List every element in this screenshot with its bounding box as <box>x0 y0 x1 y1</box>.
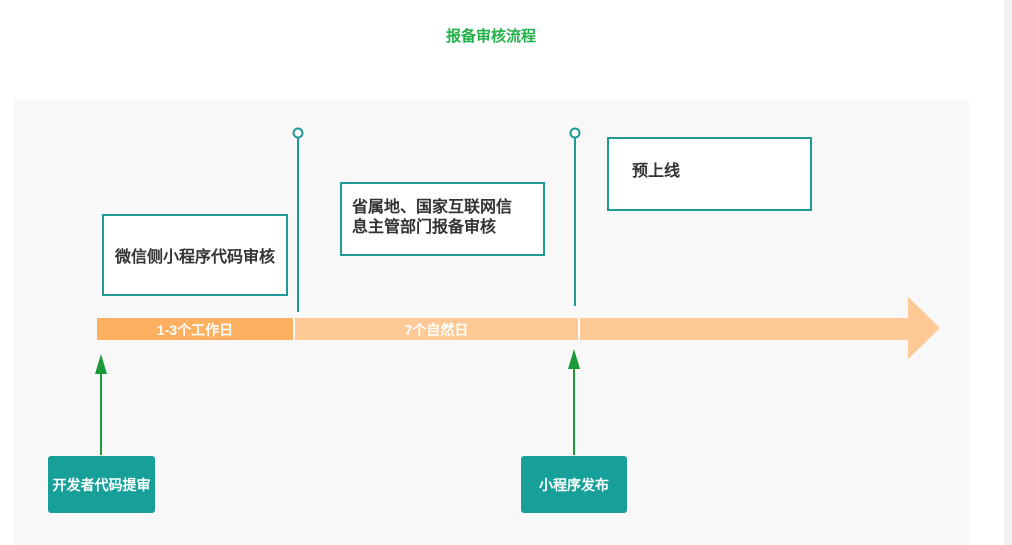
milestone-pin-head-1 <box>292 127 304 139</box>
stage-label-line-2: 息主管部门报备审核 <box>352 219 497 236</box>
stage-label-line-1: 省属地、国家互联网信 <box>352 199 513 216</box>
timeline-separator <box>293 318 295 340</box>
timeline-arrowhead <box>908 297 940 359</box>
timeline-separator <box>578 318 580 340</box>
stage-box-government-review: 省属地、国家互联网信 息主管部门报备审核 <box>340 182 545 256</box>
stage-label: 微信侧小程序代码审核 <box>114 249 275 266</box>
duration-bar-1 <box>97 318 293 340</box>
duration-bar-3 <box>580 318 910 340</box>
event-button-submit-code[interactable]: 开发者代码提审 <box>48 456 155 513</box>
duration-label-2: 7个自然日 <box>404 322 469 338</box>
stage-box-wechat-review: 微信侧小程序代码审核 <box>102 214 288 296</box>
page-title: 报备审核流程 <box>445 28 536 45</box>
scrollbar[interactable] <box>1004 0 1012 545</box>
event-arrowhead-1 <box>95 354 107 374</box>
stage-label: 预上线 <box>632 163 681 180</box>
milestone-pin-head-2 <box>569 127 581 139</box>
duration-label-1: 1-3个工作日 <box>156 322 234 338</box>
event-button-publish[interactable]: 小程序发布 <box>521 456 627 513</box>
stage-box-pre-launch: 预上线 <box>607 137 812 211</box>
duration-bar-2 <box>295 318 578 340</box>
event-arrowhead-2 <box>568 349 580 369</box>
